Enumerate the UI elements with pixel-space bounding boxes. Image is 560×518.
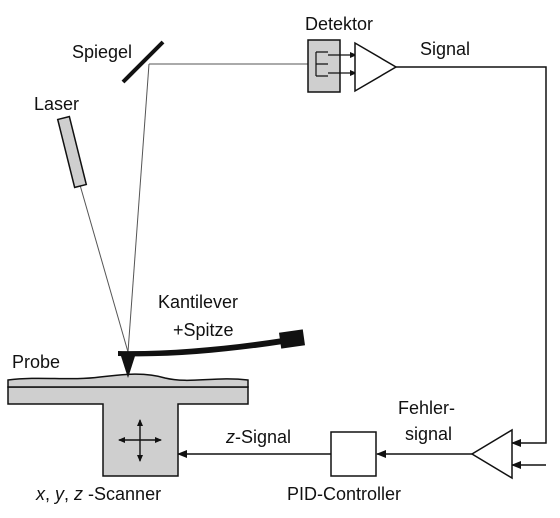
error-signal-label-line2: signal xyxy=(405,424,452,444)
signal-line xyxy=(396,66,547,447)
mirror-label: Spiegel xyxy=(72,42,132,62)
cantilever xyxy=(118,338,283,357)
sample-surface xyxy=(7,373,249,388)
mirror xyxy=(121,40,165,84)
signal-label: Signal xyxy=(420,39,470,59)
pid-label: PID-Controller xyxy=(287,484,401,504)
sample-stage xyxy=(7,386,249,477)
cantilever-holder xyxy=(279,329,305,349)
scanner-direction-icon xyxy=(118,419,162,462)
cantilever-label: Kantilever xyxy=(158,292,238,312)
signal-amplifier xyxy=(354,41,398,93)
laser-beam xyxy=(79,63,312,353)
pid-controller xyxy=(330,431,377,477)
z-signal-label: z-Signal xyxy=(225,427,291,447)
scanner-label: x, y, z -Scanner xyxy=(35,484,161,504)
laser-label: Laser xyxy=(34,94,79,114)
laser xyxy=(56,115,88,189)
detector-label: Detektor xyxy=(305,14,373,34)
error-amplifier xyxy=(470,428,513,480)
error-signal-label-line1: Fehler- xyxy=(398,398,455,418)
sample-label: Probe xyxy=(12,352,60,372)
detector xyxy=(307,39,341,93)
tip-label: +Spitze xyxy=(173,320,234,340)
cantilever-tip xyxy=(120,353,136,378)
